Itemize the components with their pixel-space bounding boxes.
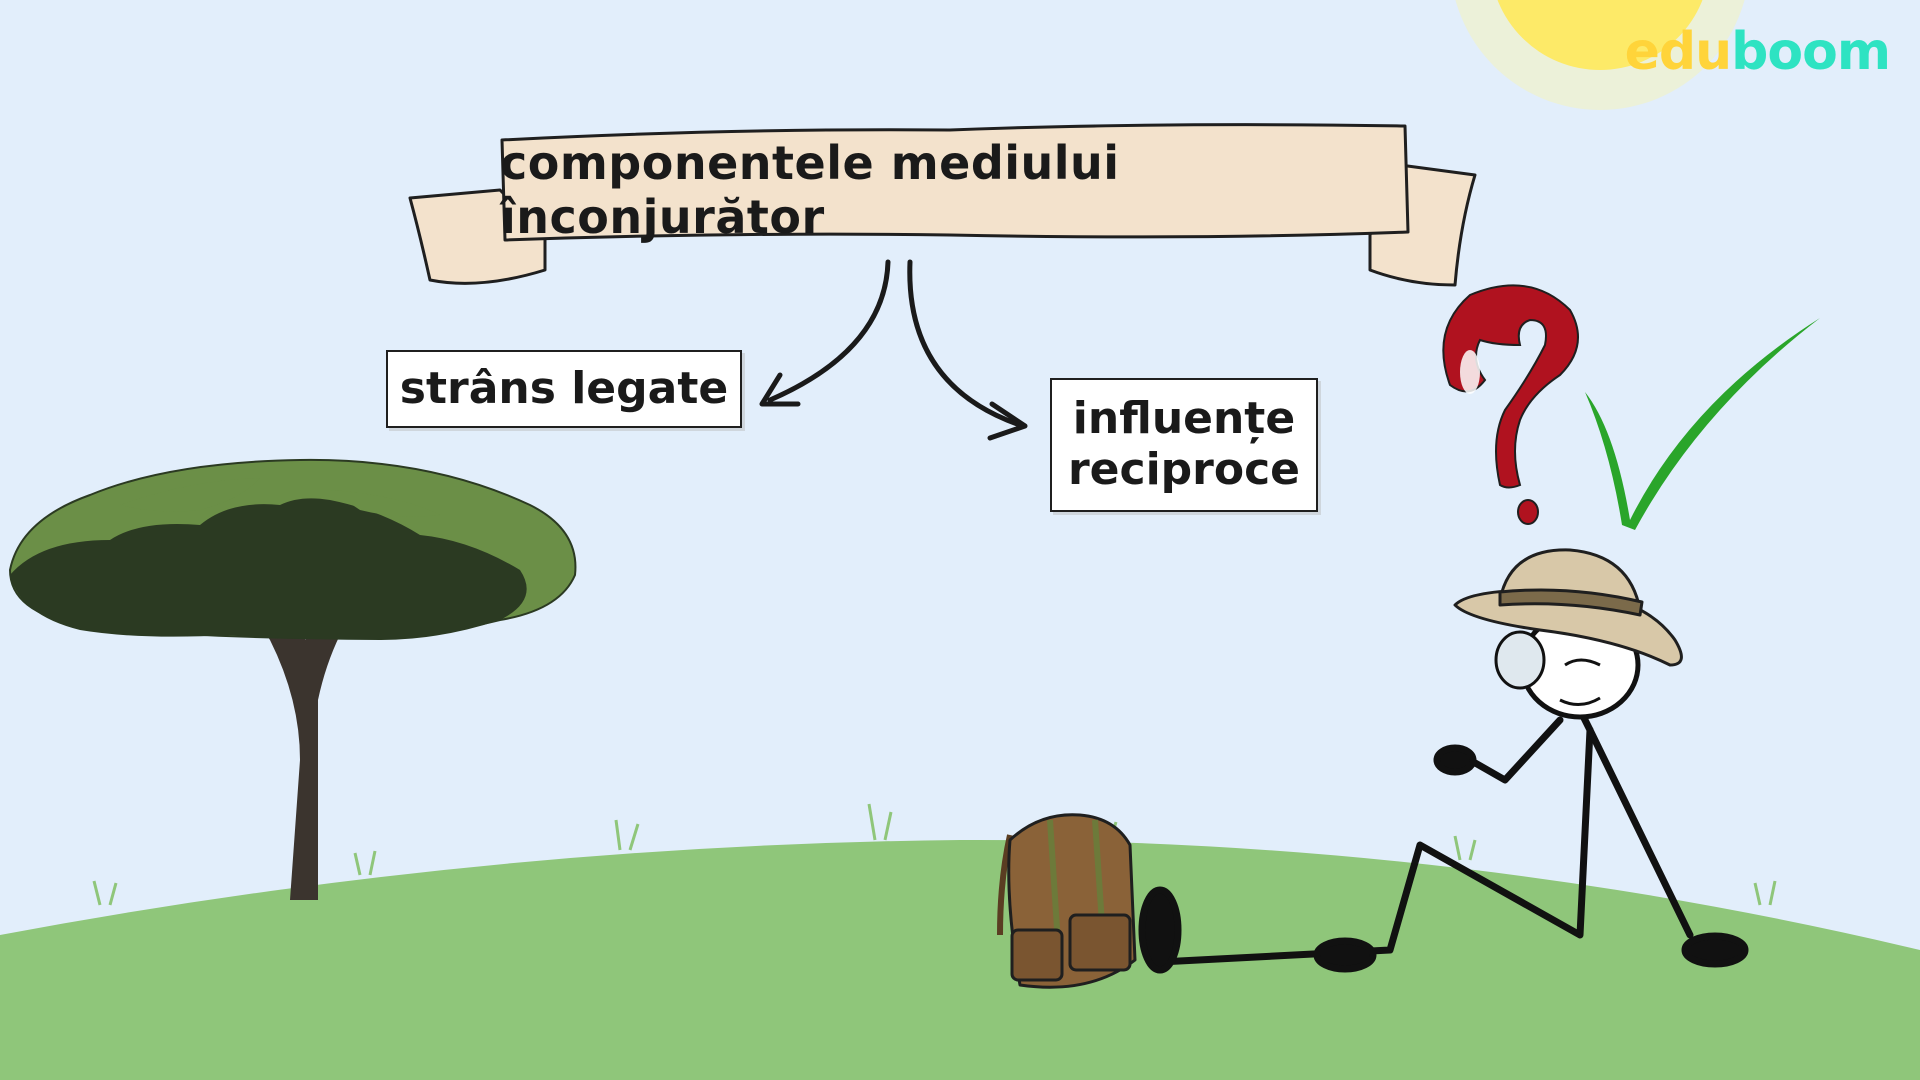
explorer-leg-bent <box>1156 726 1594 966</box>
checkmark <box>1585 318 1820 530</box>
box-right-line2: reciproce <box>1067 444 1301 495</box>
arrow-right <box>907 259 1023 428</box>
backpack-pocket <box>1010 928 1064 982</box>
arrow-left <box>767 259 891 403</box>
tree-canopy-highlight <box>120 478 440 517</box>
arrow-left-head <box>759 372 801 407</box>
explorer-character <box>1138 706 1749 974</box>
acacia-tree <box>8 458 577 900</box>
backpack <box>997 813 1137 989</box>
scroll-main <box>500 123 1410 242</box>
explorer-glasses <box>1494 630 1546 690</box>
eduboom-logo: eduboom <box>1624 22 1891 82</box>
backpack-strap <box>997 834 1013 936</box>
explorer-knee-foot <box>1313 937 1377 973</box>
explorer-foot-left <box>1138 886 1182 974</box>
scroll-banner <box>408 123 1477 287</box>
arrows <box>759 259 1028 441</box>
question-mark <box>1442 284 1579 525</box>
box-influente-reciproce: influențe reciproce <box>1050 378 1318 512</box>
sun <box>1497 0 1703 70</box>
arrow-right-head <box>987 401 1028 441</box>
explorer-arm <box>1466 716 1564 784</box>
logo-part-boom: boom <box>1731 22 1891 82</box>
tree-canopy-dark <box>10 498 527 640</box>
hat-band <box>1498 588 1644 617</box>
logo-part-edu: edu <box>1624 22 1733 82</box>
grass-hill <box>0 839 1920 1080</box>
backpack-pocket-right <box>1068 913 1132 972</box>
box-left-text: strâns legate <box>399 362 729 414</box>
banner-title: componentele mediului înconjurător <box>500 136 1120 244</box>
explorer-hat <box>1453 548 1683 667</box>
explorer-leg-straight <box>1586 726 1694 939</box>
explorer-hand <box>1433 744 1477 776</box>
sun-glow <box>1455 0 1745 110</box>
explorer-foot-right <box>1681 932 1749 968</box>
box-strans-legate: strâns legate <box>386 350 742 428</box>
box-right-line1: influențe <box>1072 393 1296 445</box>
